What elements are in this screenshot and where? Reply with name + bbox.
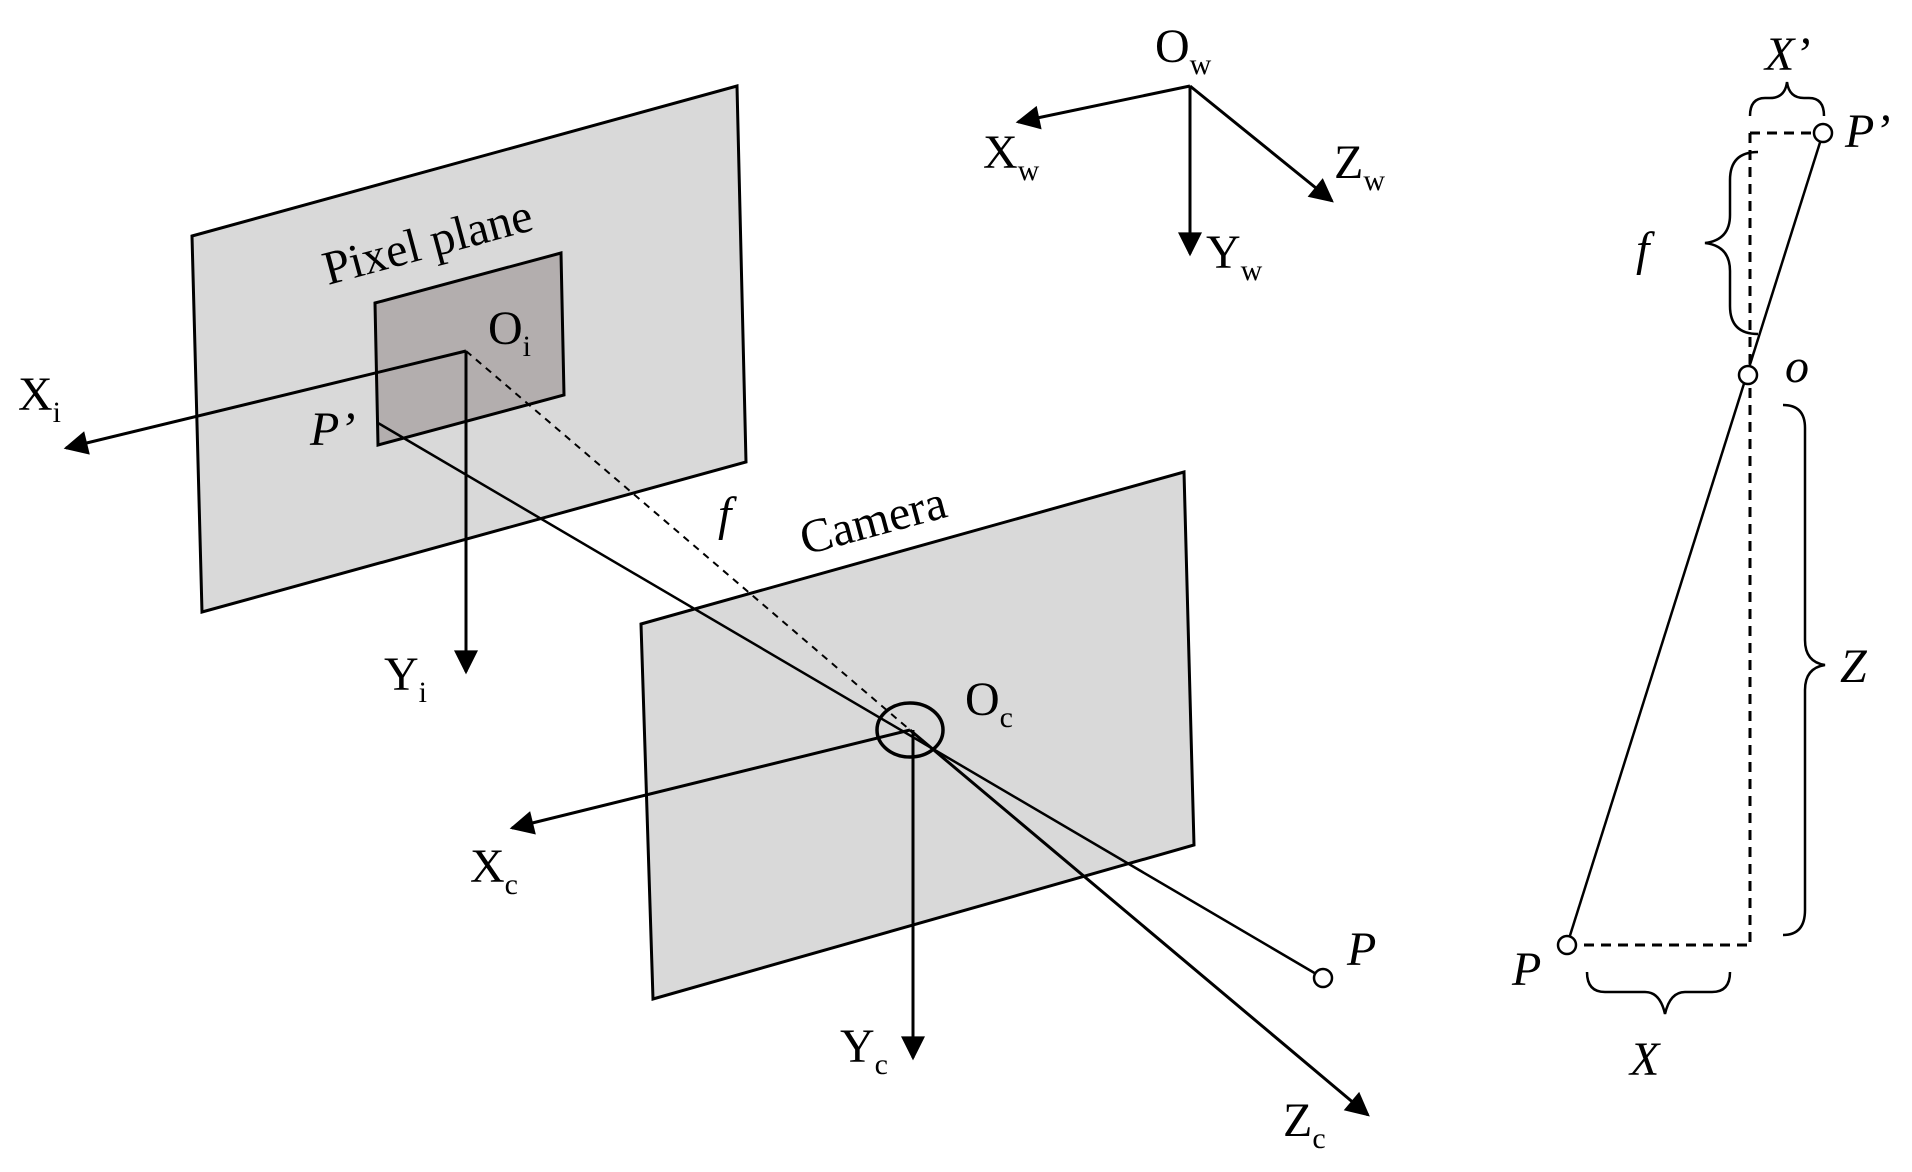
projection-ray (377, 421, 1324, 980)
zc-axis (909, 728, 1370, 1117)
oc-label: Oc (965, 673, 1013, 734)
zw-axis (1189, 84, 1334, 203)
xi-axis (63, 349, 467, 455)
side-x-prime-label: X’ (1763, 28, 1810, 81)
p-label: P (1346, 923, 1376, 976)
side-ray (1565, 132, 1825, 946)
xi-label: Xi (18, 368, 61, 429)
xw-label: Xw (983, 126, 1040, 187)
side-o-label: o (1785, 340, 1809, 393)
brace-x-prime (1748, 81, 1826, 117)
pixel-plane (373, 251, 566, 447)
yc-label: Yc (840, 1020, 888, 1081)
xc-axis (509, 728, 911, 835)
optical-axis-dashed (465, 350, 911, 731)
side-point-p (1556, 934, 1578, 956)
yi-label: Yi (384, 648, 427, 709)
f-label: f (718, 488, 737, 541)
oi-label: Oi (488, 302, 531, 363)
side-p-prime-label: P’ (1844, 105, 1890, 158)
zw-label: Zw (1334, 136, 1385, 197)
side-z-label: Z (1840, 640, 1868, 693)
side-point-p-prime (1812, 122, 1834, 144)
brace-z (1782, 403, 1826, 937)
xw-axis (1015, 84, 1191, 130)
side-p-label: P (1511, 943, 1541, 996)
p-prime-label: P’ (309, 403, 355, 456)
side-point-o (1737, 364, 1759, 386)
optical-center (875, 701, 945, 759)
side-x-label: X (1628, 1033, 1661, 1086)
zc-label: Zc (1283, 1094, 1326, 1155)
xc-label: Xc (470, 840, 518, 901)
brace-f (1704, 150, 1759, 336)
yw-label: Yw (1206, 226, 1263, 287)
brace-x (1585, 971, 1732, 1015)
world-point-p (1312, 967, 1334, 989)
side-f-label: f (1636, 223, 1655, 276)
ow-label: Ow (1155, 20, 1212, 81)
